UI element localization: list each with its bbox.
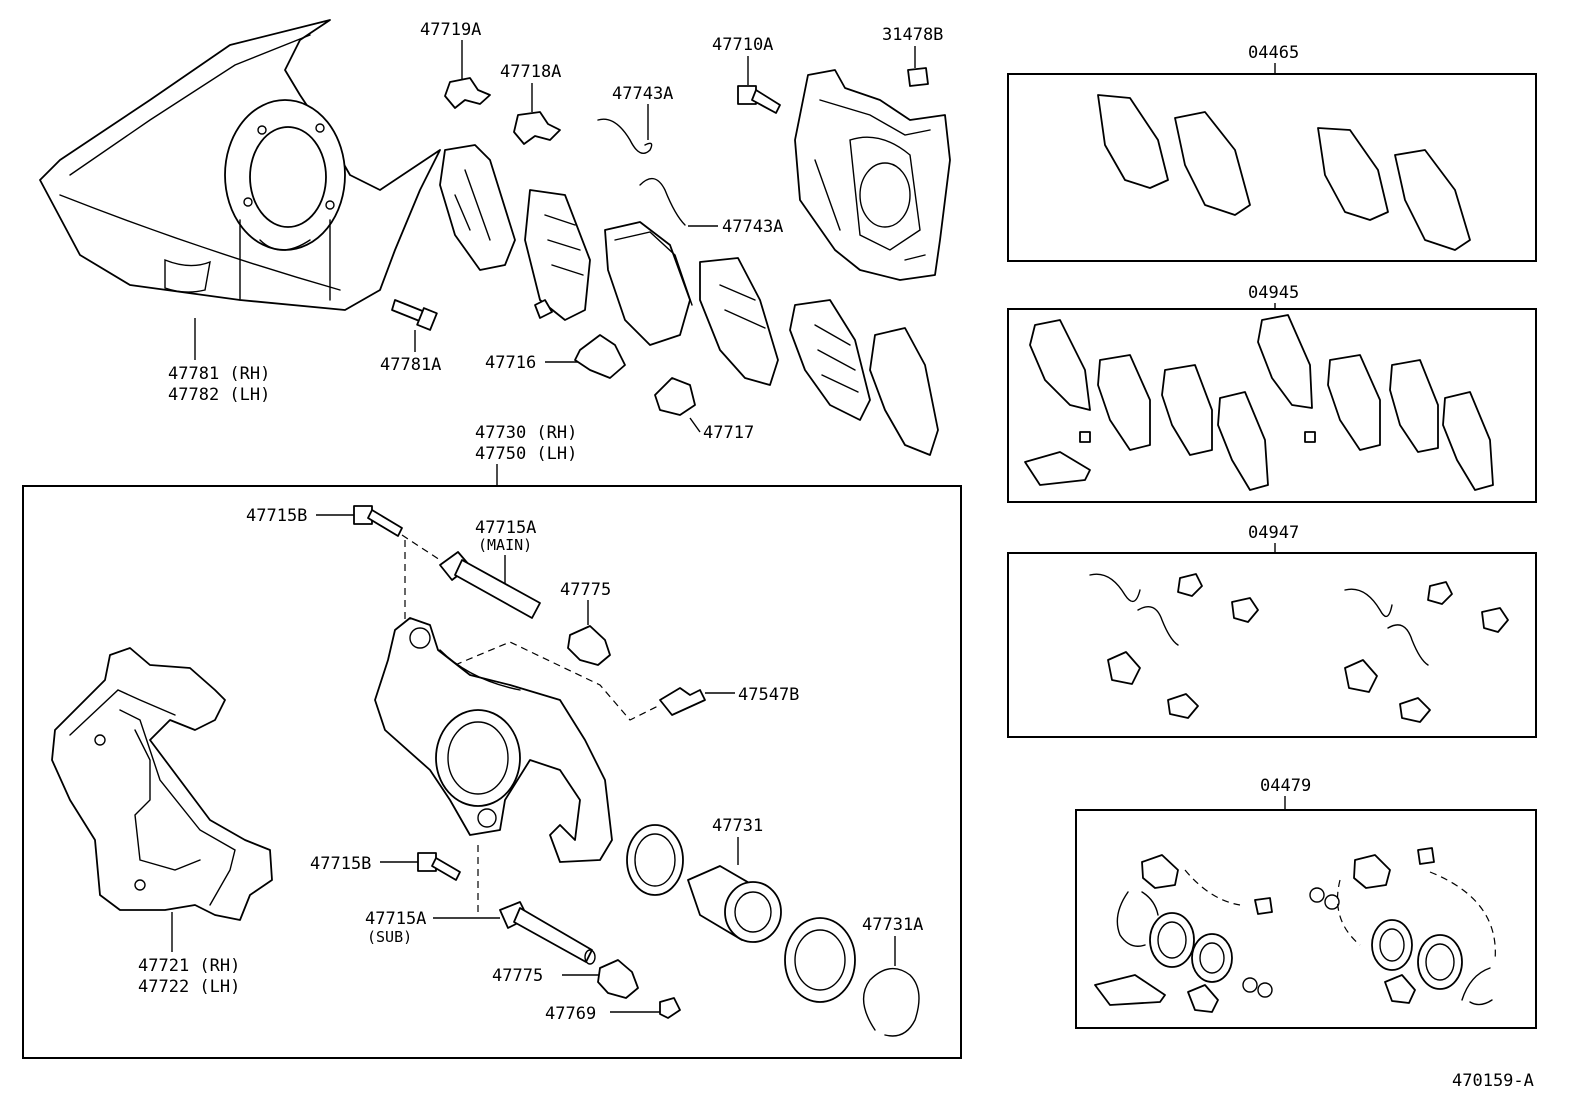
bushing-31478b	[907, 67, 929, 87]
label-47781-rh: 47781 (RH)	[168, 364, 270, 384]
guide-pin-47715a-main	[439, 551, 541, 619]
piston-47731	[687, 865, 782, 943]
label-47715a-sub: 47715A	[365, 909, 426, 929]
label-47719a: 47719A	[420, 20, 481, 40]
label-47716: 47716	[485, 353, 536, 373]
label-47722-lh: 47722 (LH)	[138, 977, 240, 997]
spring-47743a-top	[597, 118, 653, 154]
kit-box-04479	[1075, 809, 1537, 1029]
kit-label-04945: 04945	[1248, 283, 1299, 303]
axis-47715b-top	[401, 534, 441, 561]
bolt-47781a	[391, 299, 438, 331]
label-47710a: 47710A	[712, 35, 773, 55]
caliper-kit-box	[22, 485, 962, 1059]
label-47775-bot: 47775	[492, 966, 543, 986]
bolt-47715b-bottom	[417, 852, 461, 881]
clip-47716	[574, 334, 626, 379]
label-47775-top: 47775	[560, 580, 611, 600]
bolt-47710a	[737, 85, 781, 114]
kit-label-04479: 04479	[1260, 776, 1311, 796]
dust-shield	[39, 19, 441, 311]
set-ring-47731a	[862, 967, 920, 1037]
boot-47775-top	[567, 625, 611, 666]
kit-04945-pads	[1024, 314, 1494, 491]
label-47718a: 47718A	[500, 62, 561, 82]
kit-box-04945	[1007, 308, 1537, 503]
kit-box-04465	[1007, 73, 1537, 262]
kit-label-04465: 04465	[1248, 43, 1299, 63]
label-47715b-top: 47715B	[246, 506, 307, 526]
bolt-47715b-top	[353, 505, 403, 537]
figure-id: 470159-A	[1452, 1071, 1534, 1091]
kit-04947-clips-springs	[1089, 573, 1509, 723]
cap-47769	[659, 997, 681, 1019]
kit-box-04947	[1007, 552, 1537, 738]
label-47715a-main: 47715A	[475, 518, 536, 538]
label-47731a: 47731A	[862, 915, 923, 935]
kit-04465-pads	[1097, 94, 1471, 251]
label-main-tag: (MAIN)	[478, 536, 532, 554]
caliper-mounting-bracket	[51, 647, 273, 921]
label-47750-lh: 47750 (LH)	[475, 444, 577, 464]
label-47715b-bot: 47715B	[310, 854, 371, 874]
label-47731: 47731	[712, 816, 763, 836]
label-sub-tag: (SUB)	[367, 928, 412, 946]
label-47721-rh: 47721 (RH)	[138, 956, 240, 976]
axis-bleeder	[454, 641, 661, 721]
guide-pin-47715a-sub	[499, 901, 596, 965]
label-47782-lh: 47782 (LH)	[168, 385, 270, 405]
clip-47717	[654, 377, 696, 416]
caliper-body	[374, 617, 613, 863]
label-47730-rh: 47730 (RH)	[475, 423, 577, 443]
kit-label-04947: 04947	[1248, 523, 1299, 543]
clip-47719a	[444, 77, 491, 109]
label-31478b: 31478B	[882, 25, 943, 45]
label-47717: 47717	[703, 423, 754, 443]
boot-47775-bottom	[597, 959, 639, 999]
kit-04479-seals-boots	[1094, 847, 1496, 1013]
lead-47717	[689, 417, 701, 433]
label-47547b: 47547B	[738, 685, 799, 705]
pad-and-shim-set	[439, 144, 939, 456]
label-47743a-top: 47743A	[612, 84, 673, 104]
label-47769: 47769	[545, 1004, 596, 1024]
spring-47743a-mid	[639, 177, 686, 226]
label-47781a: 47781A	[380, 355, 441, 375]
clip-47718a	[513, 111, 561, 145]
caliper-assembly	[794, 69, 951, 281]
bleeder-47547b	[659, 687, 706, 716]
label-47743a-mid: 47743A	[722, 217, 783, 237]
